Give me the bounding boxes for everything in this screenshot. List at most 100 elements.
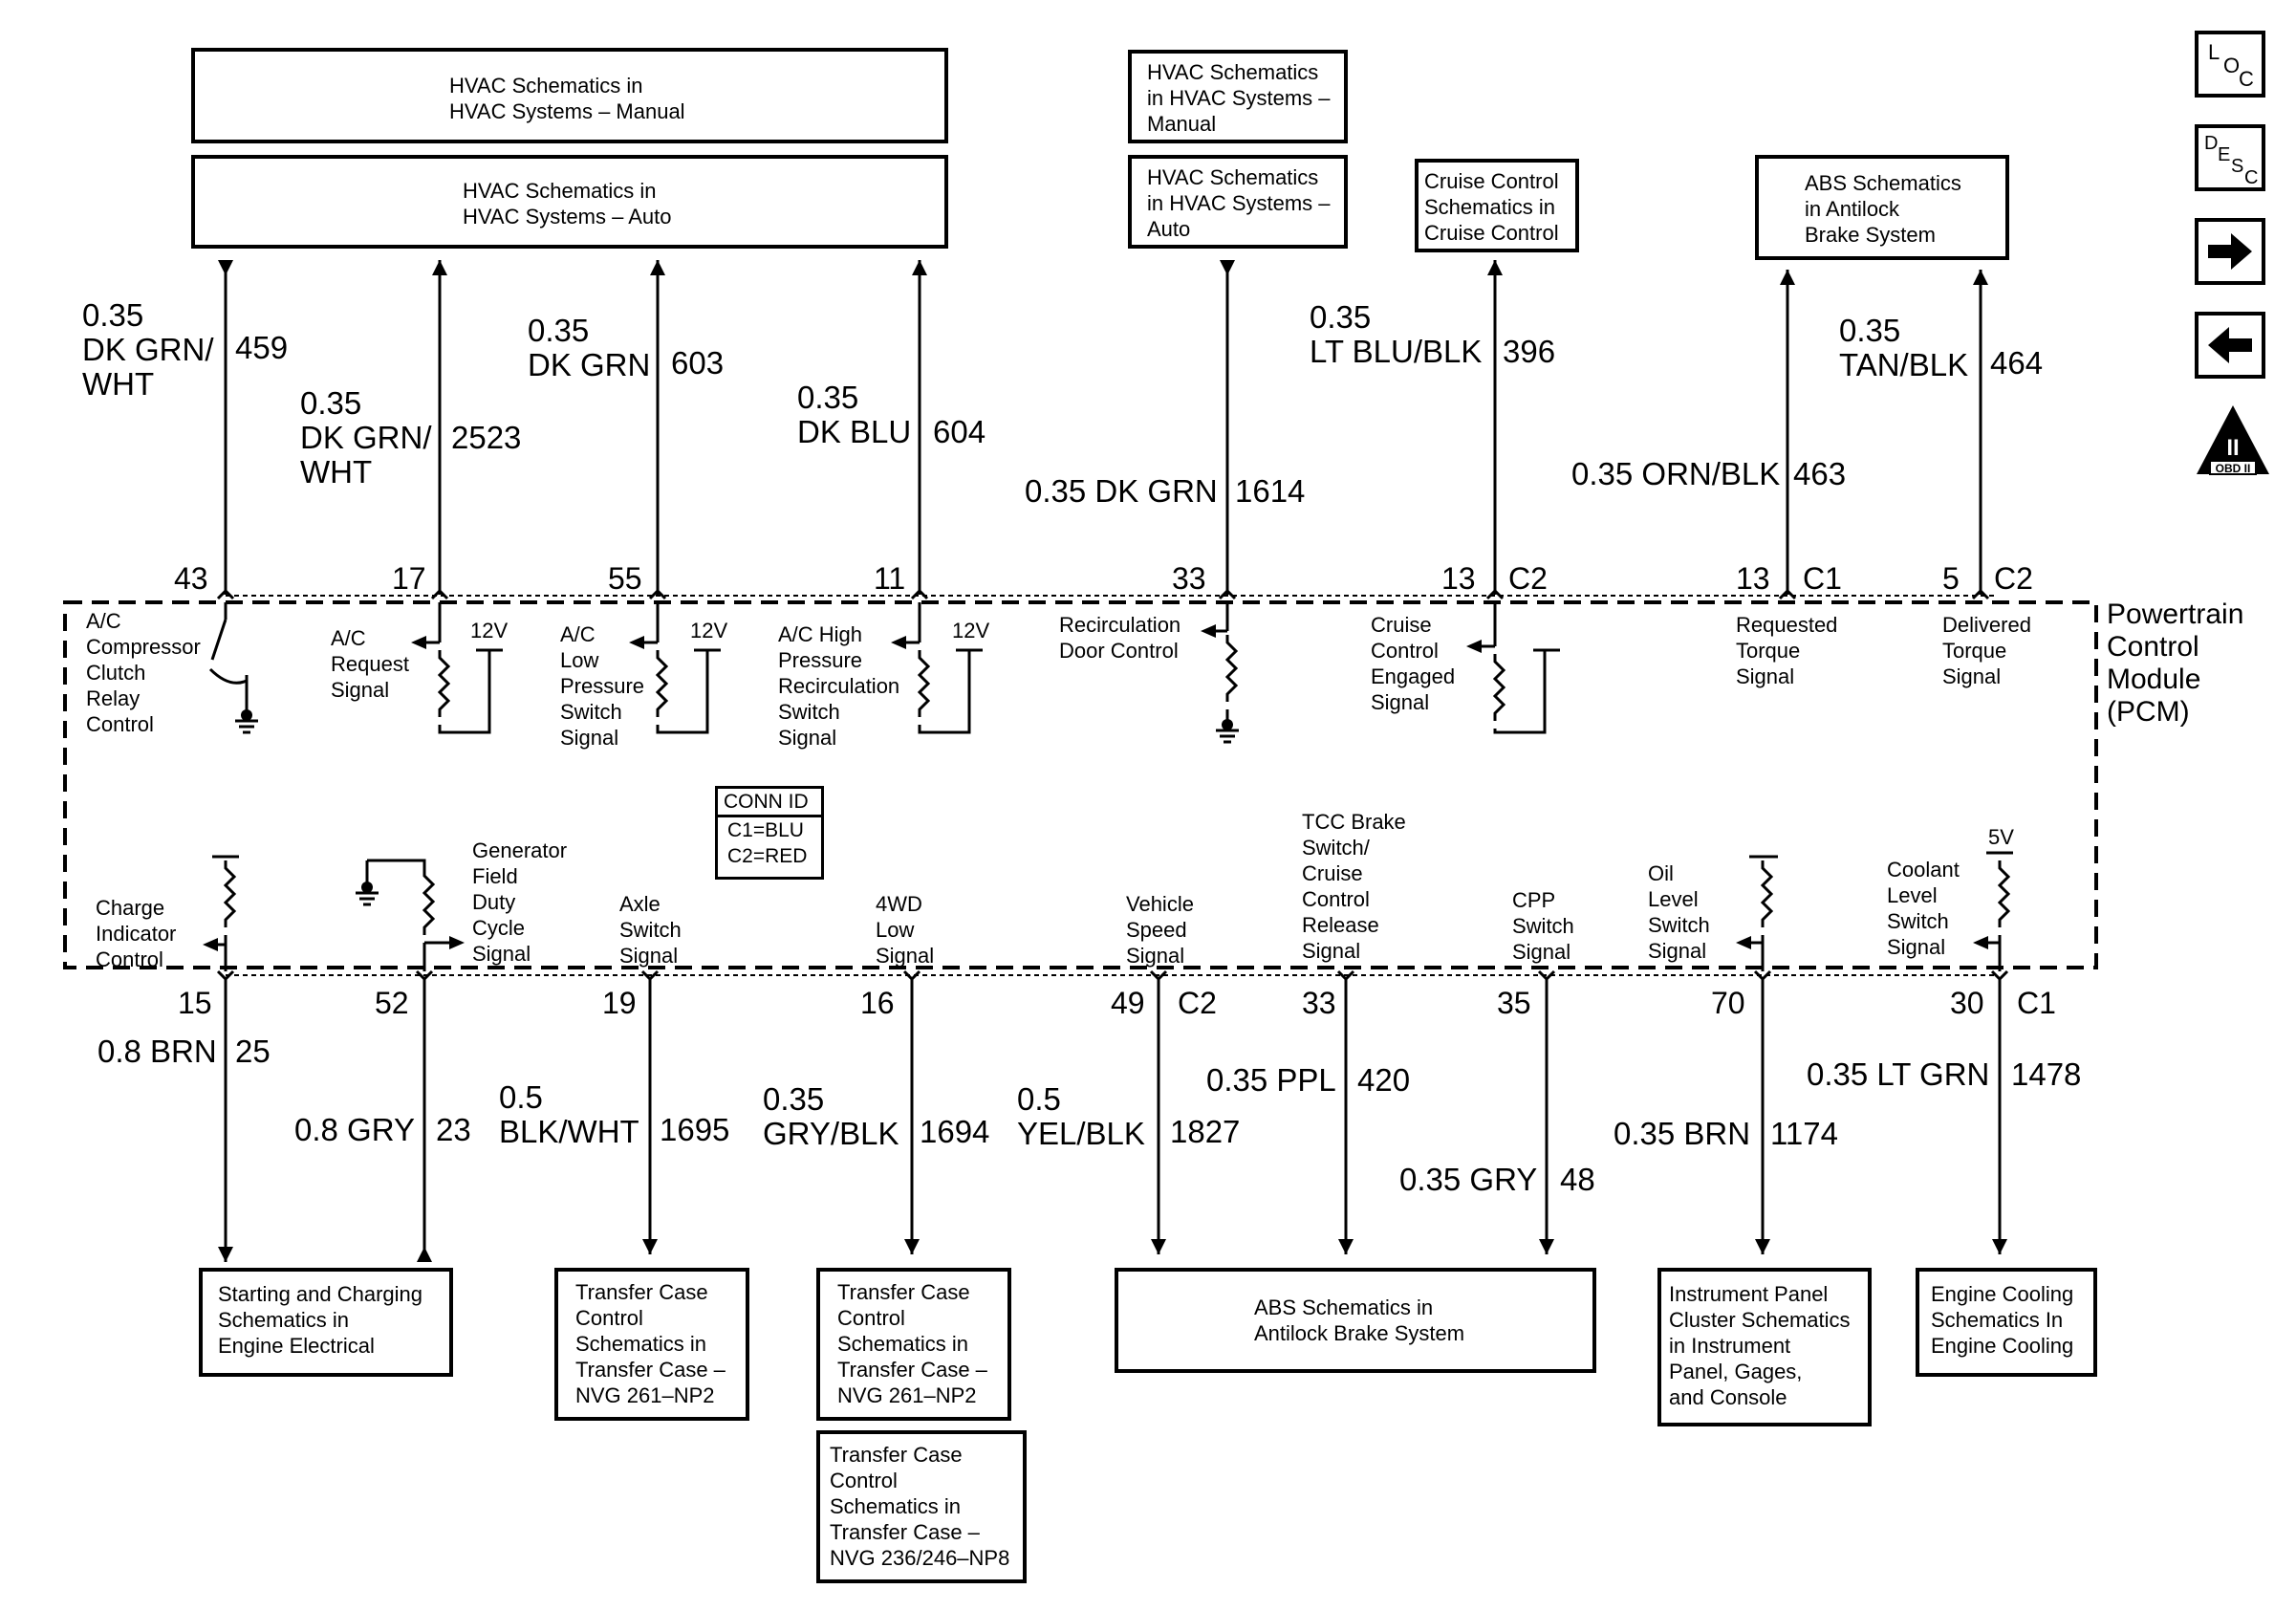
signal-line: Signal	[1736, 664, 1795, 688]
signal-line: Signal	[1942, 664, 2002, 688]
pin-16: 16	[860, 986, 895, 1020]
pin-5-c2: 5	[1942, 561, 1960, 596]
signal-line: Switch	[560, 700, 622, 724]
wire-line: 0.35	[82, 297, 144, 333]
circuit-463: 463	[1793, 456, 1847, 491]
top-box-line: in HVAC Systems –	[1147, 86, 1331, 110]
signal-line: Signal	[331, 678, 390, 702]
top-box-line: Auto	[1147, 217, 1191, 241]
bottom-box-line: Schematics in	[575, 1332, 706, 1356]
circuit-396: 396	[1503, 334, 1556, 369]
wire-line: 0.35 GRY	[1399, 1162, 1538, 1197]
bottom-connector-chevron-4	[1149, 969, 1168, 982]
top-wire-arrow-2	[650, 260, 665, 275]
signal-line: Vehicle	[1126, 892, 1194, 916]
bottom-box-line: Engine Electrical	[218, 1334, 375, 1358]
bottom-box-line: in Instrument	[1669, 1334, 1791, 1358]
circuit-48: 48	[1560, 1162, 1595, 1197]
bottom-wire-arrow-4	[1151, 1239, 1166, 1254]
signal-line: Axle	[619, 892, 661, 916]
previous-button[interactable]	[2195, 312, 2265, 379]
bottom-box-line: Engine Cooling	[1931, 1282, 2074, 1306]
bottom-box-line: Schematics In	[1931, 1308, 2064, 1332]
pin-33-top: 33	[1172, 561, 1206, 596]
top-wire-arrow-4	[1220, 260, 1235, 275]
signal-line: Oil	[1648, 861, 1674, 885]
signal-line: Duty	[472, 890, 516, 914]
ac-low-12v-link	[656, 650, 709, 734]
signal-line: Signal	[1512, 940, 1571, 964]
bottom-box-line: NVG 261–NP2	[837, 1383, 977, 1407]
pin-13-c1: 13	[1736, 561, 1770, 596]
pin-52: 52	[375, 986, 409, 1020]
pin-33-bottom: 33	[1302, 986, 1336, 1020]
arrow-right-icon	[2208, 233, 2252, 270]
signal-line: Request	[331, 652, 409, 676]
wire-line: 0.35 DK GRN	[1025, 473, 1218, 509]
top-box-line: HVAC Schematics in	[463, 179, 657, 203]
description-button[interactable]: D E S C	[2195, 124, 2265, 191]
wire-line: TAN/BLK	[1839, 347, 1969, 382]
signal-line: Recirculation	[1059, 613, 1181, 637]
module-line: Module	[2107, 664, 2201, 695]
signal-line: CPP	[1512, 888, 1556, 912]
signal-line: Level	[1887, 883, 1938, 907]
bottom-wire-arrow-7	[1755, 1239, 1770, 1254]
bottom-wire-arrow-5	[1338, 1239, 1354, 1254]
ac-request-12v-link	[438, 650, 491, 734]
location-button[interactable]: L O C	[2195, 31, 2265, 98]
connector-id-box: CONN ID C1=BLU C2=RED	[715, 786, 824, 880]
top-box-line: HVAC Schematics	[1147, 165, 1319, 189]
top-wire-arrow-5	[1487, 260, 1503, 275]
signal-line: Level	[1648, 887, 1699, 911]
circuit-464: 464	[1990, 345, 2044, 381]
wire-label-48: 0.35 GRY	[1399, 1163, 1537, 1197]
top-wire-arrow-1	[432, 260, 447, 275]
wire-line: WHT	[82, 366, 155, 402]
top-box-line: Cruise Control	[1424, 169, 1559, 193]
wire-line: LT BLU/BLK	[1310, 334, 1483, 369]
circuit-1478: 1478	[2011, 1056, 2082, 1092]
module-line: Control	[2107, 631, 2199, 663]
pin-30: 30	[1950, 986, 1984, 1020]
top-connector-chevron-2	[648, 588, 667, 600]
desc-letter-e: E	[2218, 144, 2230, 165]
loc-letter-c: C	[2239, 67, 2254, 91]
gen-tap-arrow	[449, 936, 465, 949]
wire-line: DK GRN/	[82, 332, 214, 367]
pin-17: 17	[392, 561, 426, 596]
bottom-box-line: Transfer Case	[837, 1280, 970, 1304]
top-box-line: HVAC Schematics in	[449, 74, 643, 98]
obd-ii-badge[interactable]: II OBD II	[2193, 402, 2273, 478]
top-box-line: Cruise Control	[1424, 221, 1559, 245]
top-wire-arrow-7	[1973, 270, 1988, 285]
wire-line: DK GRN/	[300, 420, 432, 455]
signal-line: Door Control	[1059, 639, 1179, 663]
bottom-connector-chevron-6	[1537, 969, 1556, 982]
top-box-line: Schematics in	[1424, 195, 1555, 219]
circuit-420: 420	[1357, 1062, 1411, 1098]
circuit-1174: 1174	[1770, 1116, 1838, 1151]
pin-11: 11	[874, 561, 906, 596]
next-button[interactable]	[2195, 218, 2265, 285]
signal-line: Signal	[619, 944, 679, 968]
obd-label: OBD II	[2216, 462, 2251, 475]
